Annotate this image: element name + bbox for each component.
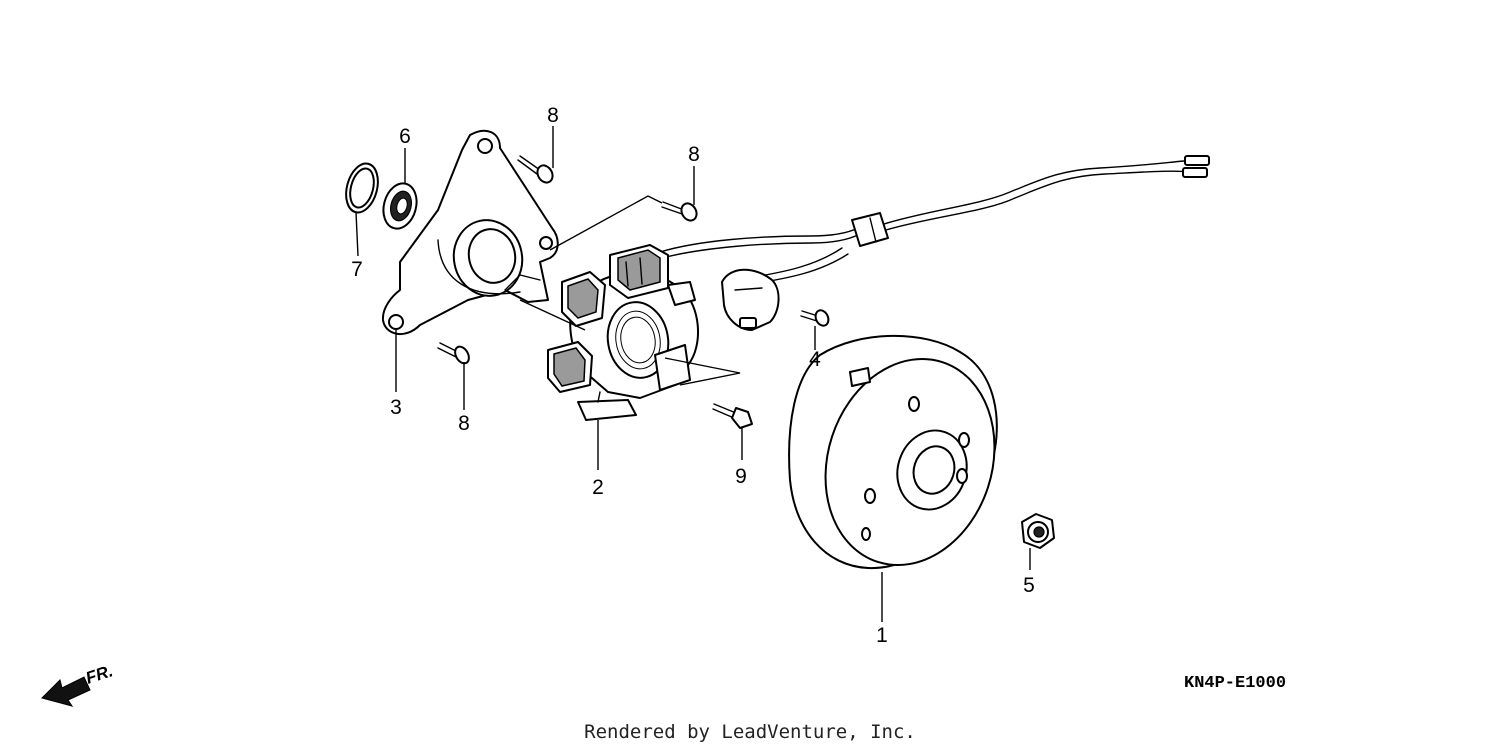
pulse-generator-bolt xyxy=(800,309,830,327)
credit-text: Rendered by LeadVenture, Inc. xyxy=(584,721,916,743)
callout-4: 4 xyxy=(809,348,821,371)
front-direction-label: FR. xyxy=(83,661,115,688)
flange-nut xyxy=(1021,513,1055,549)
callout-9: 9 xyxy=(735,465,747,488)
screw-middle xyxy=(661,201,698,222)
screw-bottom xyxy=(437,342,470,365)
pulse-generator xyxy=(721,268,780,331)
callout-2: 2 xyxy=(592,476,604,499)
stator-base-plate xyxy=(381,129,559,335)
callout-8-top: 8 xyxy=(547,104,559,127)
front-arrow: FR. xyxy=(41,661,115,707)
callout-5: 5 xyxy=(1023,574,1035,597)
stator xyxy=(547,244,699,421)
leader-lines xyxy=(355,126,1031,622)
oil-seal xyxy=(382,182,418,230)
callout-6: 6 xyxy=(399,125,411,148)
o-ring xyxy=(345,162,379,214)
callout-8-middle: 8 xyxy=(688,143,700,166)
wire-harness xyxy=(659,155,1210,285)
front-arrow-icon xyxy=(41,676,91,707)
callout-1: 1 xyxy=(876,624,888,647)
flywheel xyxy=(788,334,998,570)
callout-3: 3 xyxy=(390,396,402,419)
callout-7: 7 xyxy=(351,258,363,281)
screw-top xyxy=(517,155,554,184)
diagram-code: KN4P-E1000 xyxy=(1184,674,1286,693)
callout-labels: 1 2 3 4 5 6 7 8 8 8 9 xyxy=(351,104,1035,647)
flange-bolt xyxy=(712,403,753,429)
callout-8-bottom: 8 xyxy=(458,412,470,435)
